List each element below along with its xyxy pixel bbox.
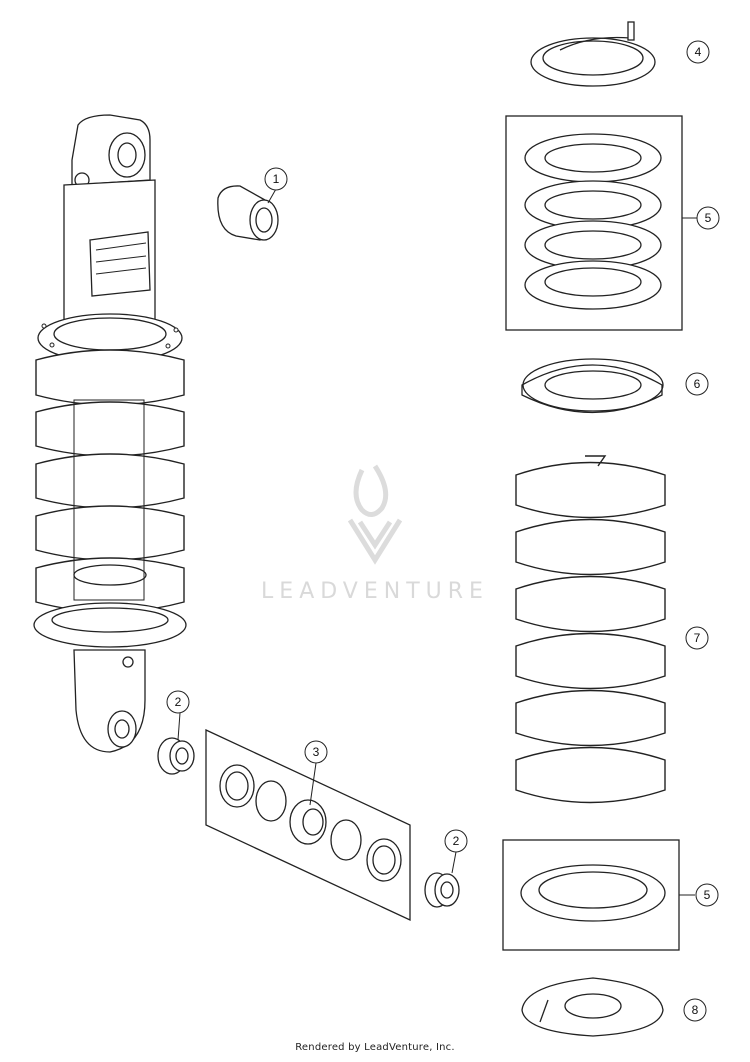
callout-3: 3 [304,740,328,764]
callout-6: 6 [685,372,709,396]
shim-set-part-5-upper [505,115,683,331]
svg-text:1: 1 [273,172,280,186]
shock-absorber-assembly [33,114,187,753]
svg-text:3: 3 [313,745,320,759]
callout-4: 4 [686,40,710,64]
callout-2-upper: 2 [166,690,190,714]
svg-text:6: 6 [694,377,701,391]
svg-text:5: 5 [705,211,712,225]
callout-5-lower: 5 [695,883,719,907]
main-spring-part-7 [515,455,666,804]
adjusting-ring-part-4 [530,21,656,87]
callout-7: 7 [685,626,709,650]
bushing-part-2-lower [424,872,460,908]
leadventure-logo-icon [347,464,403,565]
watermark: LEADVENTURE [261,464,489,604]
svg-text:5: 5 [704,888,711,902]
callout-5-upper: 5 [696,206,720,230]
shim-part-5-lower [502,839,680,951]
callout-leaders [177,188,697,896]
bushing-part-1 [217,185,279,241]
svg-text:8: 8 [692,1003,699,1017]
render-credit: Rendered by LeadVenture, Inc. [295,1042,455,1053]
seal-kit-part-3 [205,728,411,922]
shock-main-spring [35,349,185,613]
spring-seat-part-6 [521,358,664,414]
callout-2-lower: 2 [444,829,468,853]
callout-8: 8 [683,998,707,1022]
svg-text:7: 7 [694,631,701,645]
svg-text:2: 2 [175,695,182,709]
bushing-part-2-upper [157,737,195,775]
svg-text:4: 4 [695,45,702,59]
callout-1: 1 [264,167,288,191]
lower-spring-seat-part-8 [521,977,664,1037]
svg-text:2: 2 [453,834,460,848]
watermark-text: LEADVENTURE [261,579,489,604]
